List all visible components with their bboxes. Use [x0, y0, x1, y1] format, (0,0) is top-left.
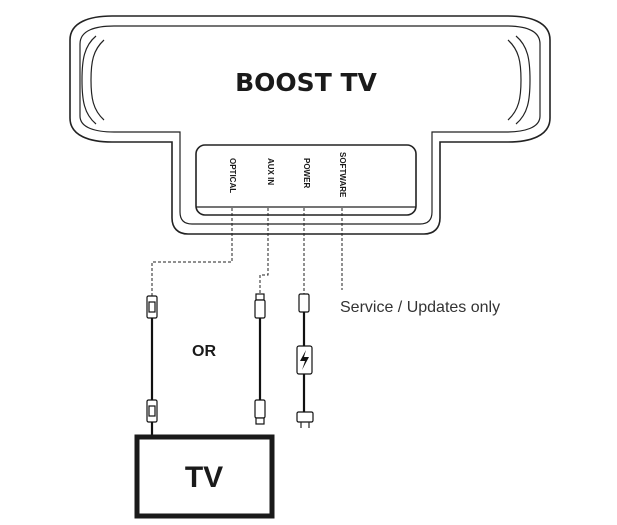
- or-label: OR: [192, 343, 216, 360]
- aux-plug-icon: [254, 293, 266, 319]
- power-bolt-icon: [296, 345, 313, 375]
- port-label-power: POWER: [302, 158, 311, 188]
- tv-box: [134, 434, 275, 519]
- power-cable: [296, 208, 314, 428]
- soundbar: [69, 15, 551, 235]
- aux-cable: [254, 208, 269, 425]
- optical-plug-icon-bottom: [146, 399, 158, 423]
- mains-plug-icon: [296, 411, 314, 428]
- software-note: Service / Updates only: [340, 299, 500, 316]
- power-plug-icon: [298, 293, 310, 313]
- optical-plug-icon: [146, 295, 158, 319]
- tv-label: TV: [185, 461, 223, 494]
- port-label-aux-in: AUX IN: [266, 158, 275, 185]
- optical-cable: [146, 208, 233, 436]
- brand-label: BOOST TV: [235, 68, 377, 97]
- aux-plug-icon-bottom: [254, 399, 266, 425]
- port-label-software: SOFTWARE: [338, 152, 347, 198]
- port-label-optical: OPTICAL: [228, 158, 237, 193]
